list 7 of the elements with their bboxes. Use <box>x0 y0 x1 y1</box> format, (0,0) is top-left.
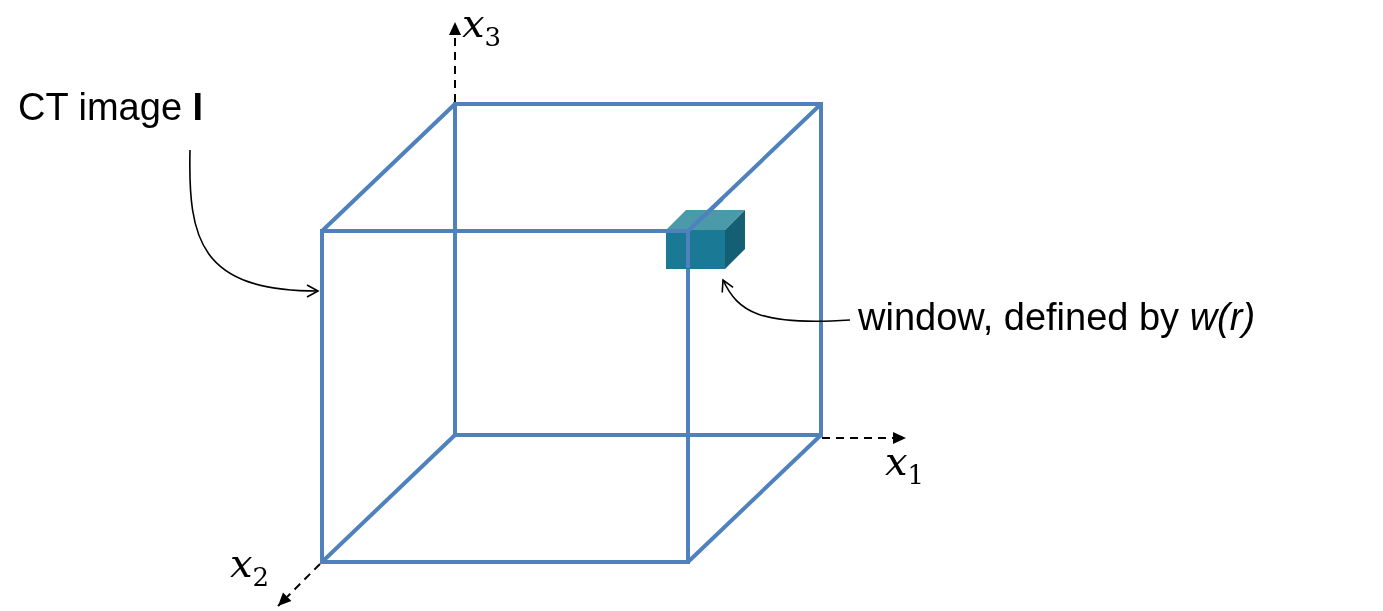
leader-line <box>721 279 851 323</box>
axis-label: x$_{1}$ <box>885 438 925 490</box>
callout-text: CT image I <box>18 86 204 129</box>
axis-label: x$_{2}$ <box>230 540 270 592</box>
leader-line <box>189 149 319 298</box>
axis-label: x$_{3}$ <box>462 0 502 52</box>
callout-text: window, defined by w(r) <box>858 296 1256 339</box>
